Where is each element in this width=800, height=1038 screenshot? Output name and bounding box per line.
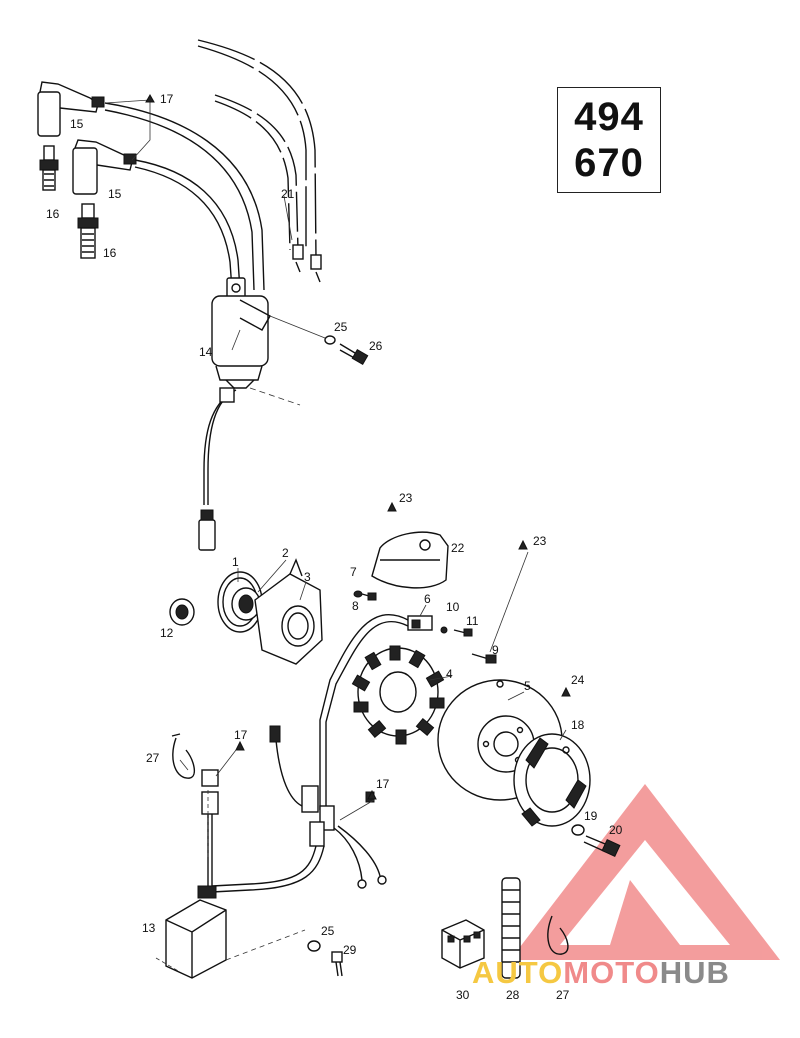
tie-strap-27-right (547, 915, 569, 955)
label-22: 22 (451, 541, 465, 555)
cdi-connector (201, 769, 219, 888)
screw-9 (471, 653, 497, 664)
tie-strap-27-left (171, 733, 196, 779)
label-15: 15 (108, 187, 122, 201)
high-tension-wires (104, 39, 322, 291)
ignition-coil (211, 277, 326, 389)
label-5: 5 (524, 679, 531, 693)
label-7: 7 (350, 565, 357, 579)
screw-26 (339, 343, 369, 366)
label-10: 10 (446, 600, 460, 614)
label-16: 16 (46, 207, 60, 221)
spark-plug-cap-lower (72, 139, 137, 195)
washer-25-upper (324, 335, 336, 345)
screw-29 (331, 951, 343, 977)
label-26: 26 (369, 339, 383, 353)
label-12: 12 (160, 626, 174, 640)
model-number-670: 670 (574, 141, 644, 185)
model-number-494: 494 (574, 95, 644, 139)
watermark-hub: HUB (659, 955, 730, 990)
label-9: 9 (492, 643, 499, 657)
connector-housing-30 (441, 919, 485, 969)
label-25: 25 (321, 924, 335, 938)
spark-plug-upper (39, 145, 59, 191)
label-6: 6 (424, 592, 431, 606)
label-28: 28 (506, 988, 520, 1002)
model-number-box: 494 670 (557, 87, 661, 193)
wiring-harness (211, 725, 387, 893)
label-17: 17 (160, 92, 174, 106)
coil-primary-wire (198, 387, 237, 551)
leader-lines (179, 195, 567, 821)
label-25: 25 (334, 320, 348, 334)
label-8: 8 (352, 599, 359, 613)
seal-2 (231, 587, 261, 621)
label-27: 27 (146, 751, 160, 765)
label-3: 3 (304, 570, 311, 584)
spark-plug-lower (77, 203, 99, 259)
magneto-cover (371, 531, 449, 589)
label-24: 24 (571, 673, 585, 687)
label-14: 14 (199, 345, 213, 359)
watermark-logo (510, 784, 780, 960)
screw-11 (453, 628, 473, 637)
part-labels: 17 15 16 15 16 21 25 26 14 23 22 23 1 2 … (46, 92, 623, 1002)
starter-pulley-18 (513, 733, 591, 827)
label-2: 2 (282, 546, 289, 560)
watermark-text: AUTOMOTOHUB (472, 955, 800, 995)
label-4: 4 (446, 667, 453, 681)
washer-19 (571, 824, 585, 836)
label-29: 29 (343, 943, 357, 957)
oil-seal-12 (169, 598, 195, 626)
washer-25-lower (307, 940, 321, 952)
spark-plug-cap-upper (37, 81, 105, 137)
label-20: 20 (609, 823, 623, 837)
label-13: 13 (142, 921, 156, 935)
watermark-auto: AUTO (472, 955, 564, 990)
label-23: 23 (533, 534, 547, 548)
label-21: 21 (281, 187, 295, 201)
label-17: 17 (234, 728, 248, 742)
stator-4 (351, 645, 445, 745)
label-19: 19 (584, 809, 598, 823)
label-15: 15 (70, 117, 84, 131)
label-27: 27 (556, 988, 570, 1002)
label-16: 16 (103, 246, 117, 260)
screw-7-8 (353, 590, 377, 601)
watermark-moto: MOTO (563, 955, 660, 990)
label-30: 30 (456, 988, 470, 1002)
label-17: 17 (376, 777, 390, 791)
protective-tube-28 (501, 877, 521, 979)
housing-3 (254, 558, 323, 665)
label-18: 18 (571, 718, 585, 732)
screw-20 (583, 835, 621, 858)
cdi-module-13 (155, 885, 306, 979)
label-1: 1 (232, 555, 239, 569)
label-11: 11 (466, 614, 479, 628)
label-23: 23 (399, 491, 413, 505)
